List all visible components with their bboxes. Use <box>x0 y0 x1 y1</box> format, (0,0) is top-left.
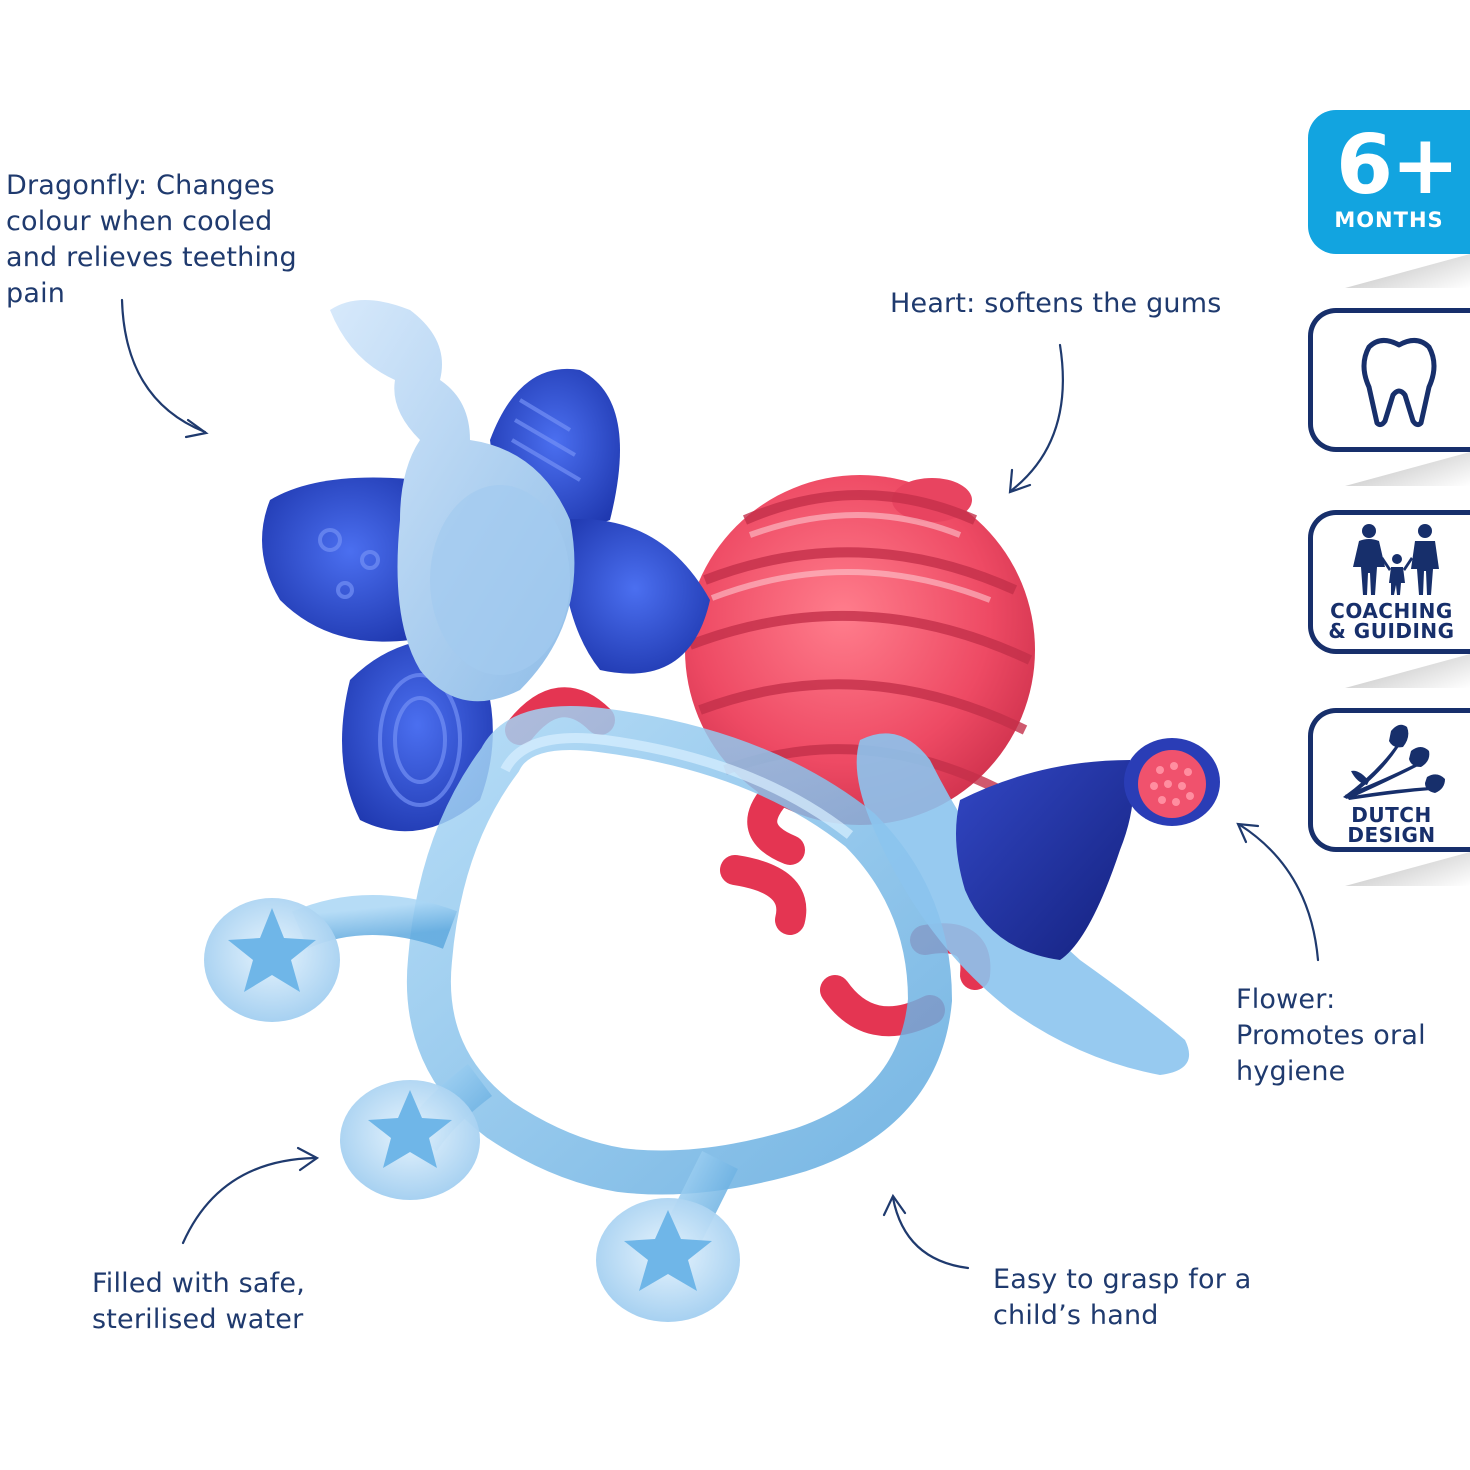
caption-dragonfly: Dragonfly: Changes colour when cooled an… <box>6 170 297 309</box>
star-texture <box>368 1090 452 1168</box>
caption-grasp: Easy to grasp for a child’s hand <box>993 1264 1252 1331</box>
flower-teether <box>856 733 1220 1075</box>
dragonfly-teether <box>262 300 710 832</box>
dutch-design-label: DUTCH DESIGN <box>1347 803 1436 847</box>
star-texture <box>228 908 316 992</box>
teether-handle <box>204 706 953 1322</box>
caption-heart: Heart: softens the gums <box>890 288 1222 319</box>
tooth-badge <box>1308 308 1470 452</box>
age-unit: MONTHS <box>1334 208 1444 232</box>
coaching-badge: COACHING & GUIDING <box>1308 510 1470 654</box>
age-number: 6+ <box>1336 118 1460 213</box>
coaching-label: COACHING & GUIDING <box>1328 599 1455 643</box>
star-texture <box>624 1210 712 1291</box>
age-badge: 6+ MONTHS <box>1308 110 1470 254</box>
dutch-design-badge: DUTCH DESIGN <box>1308 708 1470 852</box>
caption-water: Filled with safe, sterilised water <box>92 1268 305 1335</box>
tooth-icon <box>1361 338 1437 428</box>
tulip-icon <box>1343 724 1445 800</box>
caption-flower: Flower: Promotes oral hygiene <box>1236 984 1426 1087</box>
family-icon <box>1353 524 1439 595</box>
